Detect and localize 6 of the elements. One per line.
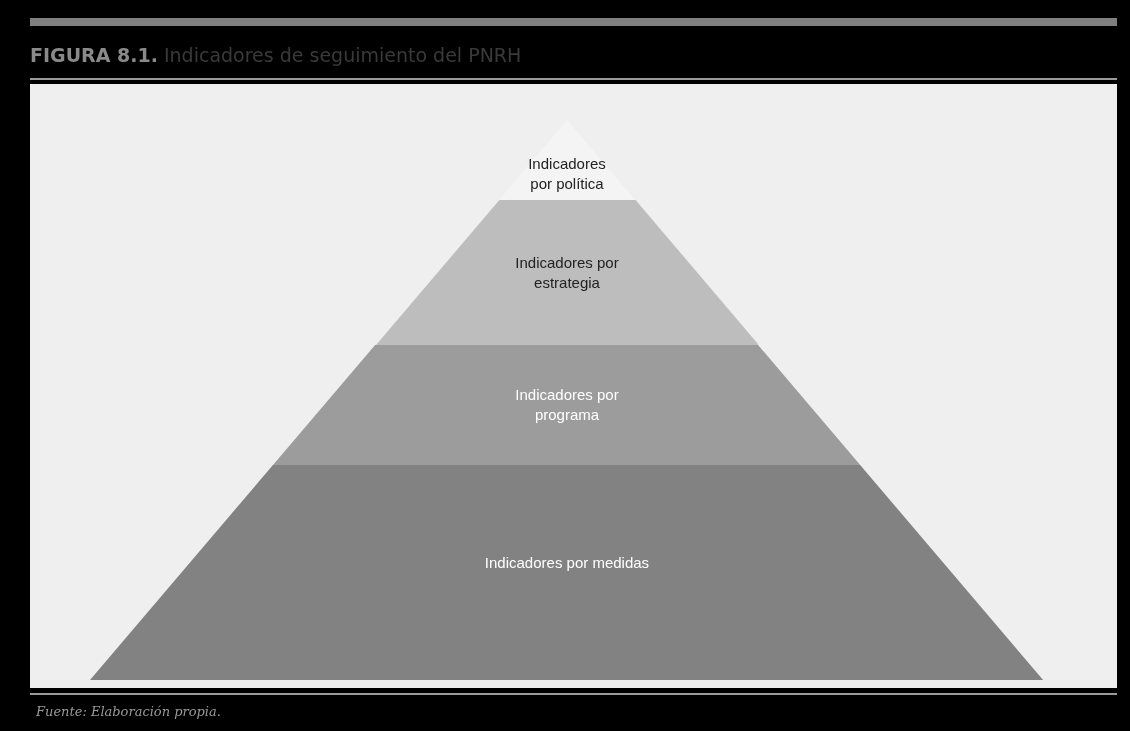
pyramid-base: Indicadores por medidas — [90, 465, 1044, 680]
source-caption: Fuente: Elaboración propia. — [36, 704, 221, 719]
pyramid-apex: Indicadores por política — [498, 120, 636, 200]
pyramid-band: Indicadores por programa — [273, 345, 861, 465]
pyramid-band: Indicadores por estrategia — [375, 200, 759, 345]
figure-title: FIGURA 8.1. Indicadores de seguimiento del PNRH — [30, 44, 522, 66]
